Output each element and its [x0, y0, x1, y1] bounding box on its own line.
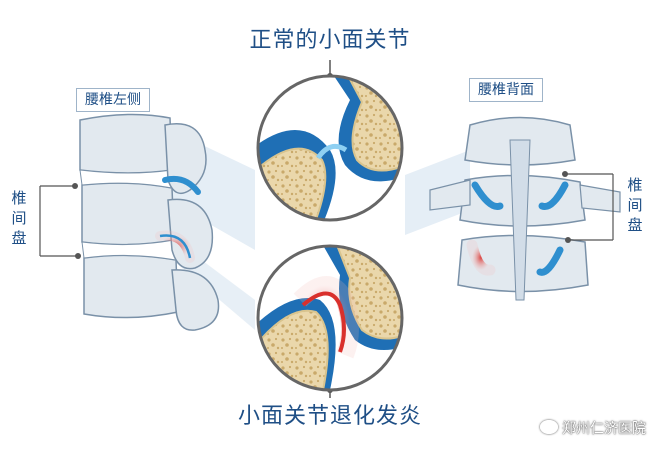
watermark-text: 郑州仁济医院	[562, 421, 646, 437]
zoom-circle-border	[256, 244, 404, 392]
weibo-icon	[540, 420, 558, 434]
transverse-process-right	[579, 184, 621, 213]
lumbar-back-view	[405, 116, 621, 301]
facet-cartilage-back-lower-right	[536, 246, 564, 276]
zoom-degenerated-joint	[256, 244, 404, 392]
bone-upper	[343, 76, 402, 172]
disc-bracket-right	[565, 173, 614, 241]
transverse-process-left	[429, 179, 471, 211]
facet-cartilage-back-upper-left	[471, 181, 504, 211]
lumbar-side-view	[39, 113, 255, 331]
disc-bracket-left	[39, 185, 78, 257]
zoom-normal-joint	[256, 74, 404, 222]
facet-inflamed-back	[466, 239, 496, 276]
label-back-view: 腰椎背面	[469, 78, 543, 102]
inflammation-zone	[293, 276, 359, 359]
spinous-process	[509, 139, 531, 301]
label-disc-left: 椎间盘	[11, 189, 27, 247]
vertebra-body-lower	[83, 254, 179, 319]
disc-pointer-dot	[72, 183, 78, 189]
zoom-circle-border	[256, 74, 404, 222]
title-degenerated-joint: 小面关节退化发炎	[237, 404, 422, 429]
facet-cartilage-normal-left	[162, 175, 201, 195]
joint-space	[315, 143, 348, 160]
label-side-view: 腰椎左侧	[76, 88, 150, 112]
disc-pointer-dot	[562, 171, 568, 177]
facet-cartilage-back-upper-right	[538, 181, 569, 211]
title-normal-joint: 正常的小面关节	[249, 28, 411, 53]
inflamed-joint-line	[301, 291, 346, 353]
vertebra-body-upper	[79, 113, 173, 174]
disc-pointer-dot	[75, 253, 81, 259]
label-disc-right: 椎间盘	[627, 176, 643, 234]
facet-inflamed-edge-left	[159, 234, 192, 259]
facet-process-middle	[167, 198, 214, 270]
watermark: 郑州仁济医院	[540, 418, 646, 438]
facet-process-lower	[171, 269, 220, 331]
disc-pointer-dot	[565, 237, 571, 243]
